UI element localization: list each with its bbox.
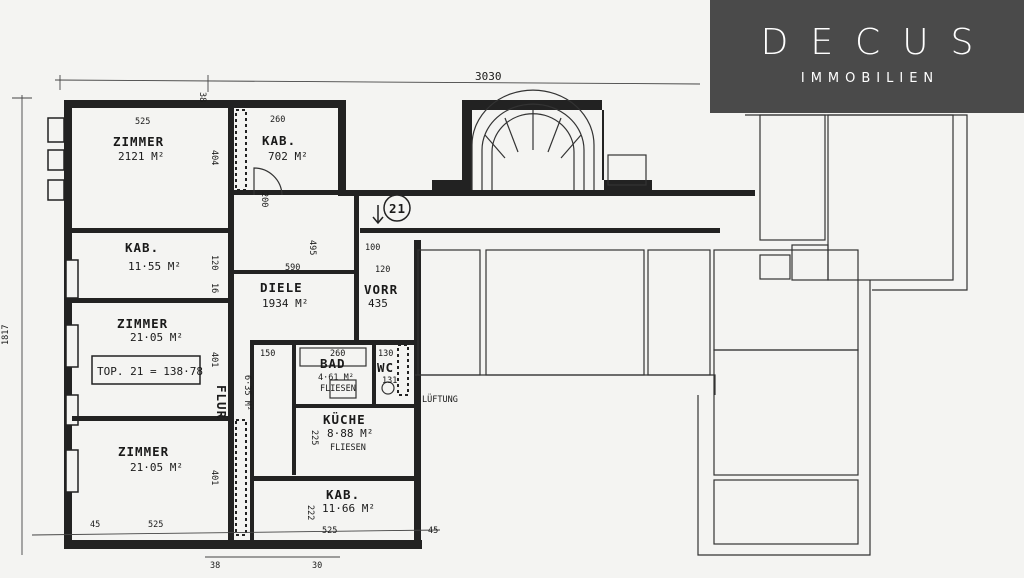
small-dim: 222 xyxy=(305,505,315,520)
staircase xyxy=(471,89,595,190)
small-dim: 495 xyxy=(307,240,317,255)
room-flur-name: FLUR xyxy=(214,385,229,419)
door-swing xyxy=(253,167,283,196)
small-dim: 401 xyxy=(209,470,219,485)
room-flur-area: 6·35 M² xyxy=(242,375,252,411)
small-dim: 120 xyxy=(375,265,390,275)
lueftung-label: LÜFTUNG xyxy=(422,394,458,405)
room-kab1-name: KAB. xyxy=(262,133,296,148)
dim-bottom-45-left: 45 xyxy=(90,520,100,530)
dim-bottom-30: 30 xyxy=(312,561,322,571)
room-wc-name: WC xyxy=(377,360,394,375)
room-diele-area: 1934 M² xyxy=(262,297,308,310)
room-bad-name: BAD xyxy=(320,356,346,371)
small-dim: 260 xyxy=(330,349,345,359)
small-dim: 120 xyxy=(209,255,219,270)
room-kueche-area: 8·88 M² xyxy=(327,427,373,440)
small-dim: 200 xyxy=(259,192,269,207)
room-zimmer1-area: 2121 M² xyxy=(118,150,164,163)
small-dim: 16 xyxy=(209,283,219,293)
dim-bottom-38: 38 xyxy=(210,561,220,571)
small-dim: 404 xyxy=(209,150,219,165)
top-area-label: TOP. 21 = 138·78 xyxy=(97,365,203,378)
logo-brand: DECUS xyxy=(760,22,996,63)
entry-arrow-icon xyxy=(372,205,384,225)
room-wc-area: 131 xyxy=(382,376,397,386)
room-zimmer3-name: ZIMMER xyxy=(118,444,169,459)
room-kab2-name: KAB. xyxy=(125,240,159,255)
unit-number: 21 xyxy=(389,201,406,216)
top-area-box xyxy=(91,355,201,385)
room-zimmer3-area: 21·05 M² xyxy=(130,461,183,474)
dim-top-left: 38 xyxy=(197,92,207,102)
small-dim: 590 xyxy=(285,263,300,273)
room-kab1-area: 702 M² xyxy=(268,150,308,163)
small-dim: 150 xyxy=(260,349,275,359)
small-dim: 401 xyxy=(209,352,219,367)
room-bad-note: FLIESEN xyxy=(320,384,356,394)
unit-number-circle xyxy=(383,194,411,222)
room-kueche-note: FLIESEN xyxy=(330,443,366,453)
dimension-lines xyxy=(12,75,701,558)
decus-logo: DECUS IMMOBILIEN xyxy=(710,0,1024,113)
room-diele-name: DIELE xyxy=(260,280,303,295)
small-dim: 100 xyxy=(365,243,380,253)
dim-top-total: 3030 xyxy=(475,70,502,83)
room-vorr-name: VORR xyxy=(364,282,398,297)
dim-bottom-325-left: 525 xyxy=(148,520,163,530)
room-zimmer1-name: ZIMMER xyxy=(113,134,164,149)
dim-kab1-width: 260 xyxy=(270,115,285,125)
dim-bottom-45-right: 45 xyxy=(428,526,438,536)
room-bad-area: 4·61 M² xyxy=(318,373,354,383)
room-zimmer2-area: 21·05 M² xyxy=(130,331,183,344)
small-dim: 130 xyxy=(378,349,393,359)
windows-left xyxy=(47,117,79,493)
dim-left-total: 1817 xyxy=(1,325,11,345)
room-vorr-area: 435 xyxy=(368,297,388,310)
room-kab2-area: 11·55 M² xyxy=(128,260,181,273)
logo-sub: IMMOBILIEN xyxy=(800,71,940,86)
dim-room1-width: 525 xyxy=(135,117,150,127)
small-dim: 225 xyxy=(309,430,319,445)
room-kab3-area: 11·66 M² xyxy=(322,502,375,515)
room-zimmer2-name: ZIMMER xyxy=(117,316,168,331)
hatched-shafts xyxy=(235,109,409,536)
room-kueche-name: KÜCHE xyxy=(323,412,366,427)
room-kab3-name: KAB. xyxy=(326,487,360,502)
dim-bottom-325-right: 525 xyxy=(322,526,337,536)
